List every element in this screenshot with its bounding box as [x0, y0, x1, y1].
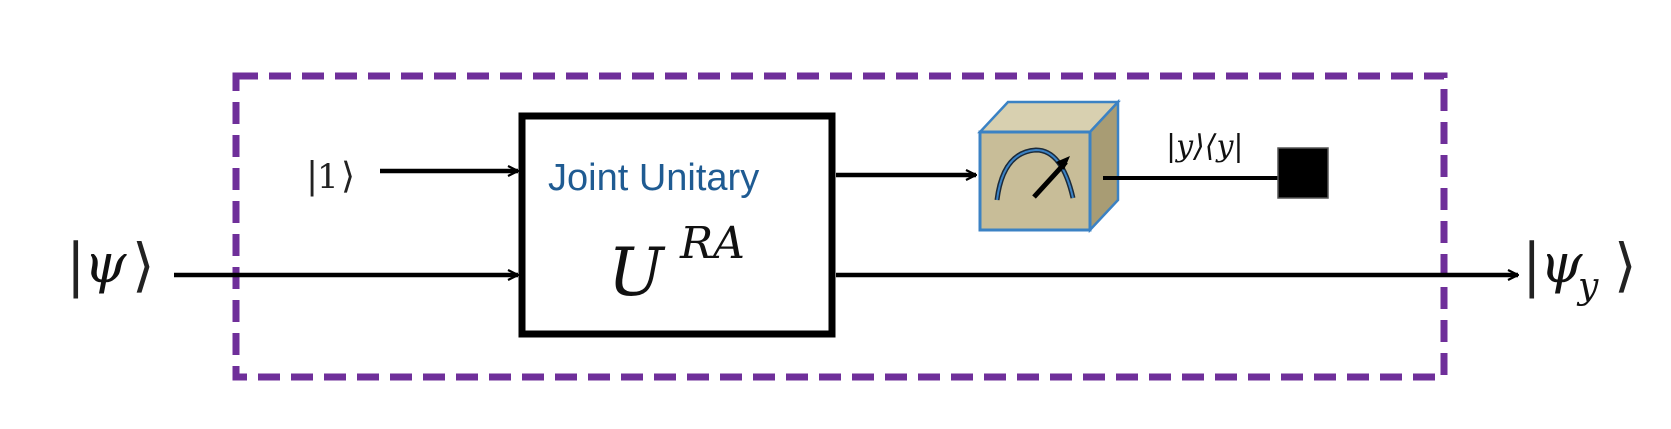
meter-needle [1032, 160, 1068, 199]
input-ket-open: | [66, 231, 86, 299]
input-state-label: | ψ ⟩ [66, 231, 155, 299]
projector-label: |y⟩⟨y| [1166, 129, 1244, 164]
ancilla-state-label: | 1 ⟩ [306, 156, 355, 197]
input-psi: ψ [84, 232, 127, 295]
output-subscript: y [1576, 266, 1599, 307]
meter-needle-head [1056, 156, 1070, 170]
measurement-meter [977, 98, 1121, 234]
output-ket-close: ⟩ [1614, 231, 1637, 299]
output-state-label: | ψ y ⟩ [1522, 231, 1637, 307]
output-ket-open: | [1522, 231, 1542, 299]
output-psi: ψ [1540, 232, 1583, 295]
ancilla-one: 1 [317, 157, 339, 197]
ancilla-ket-open: | [306, 156, 318, 197]
ancilla-ket-close: ⟩ [341, 156, 355, 197]
joint-unitary-box [518, 112, 836, 338]
meter-front-face [978, 130, 1092, 232]
discard-terminal [1277, 147, 1329, 199]
unitary-operator: U [608, 234, 666, 311]
dashed-enclosure [232, 72, 1448, 381]
input-ket-close: ⟩ [132, 231, 155, 299]
joint-unitary-title: Joint Unitary [548, 157, 759, 199]
unitary-superscript: RA [679, 218, 745, 269]
